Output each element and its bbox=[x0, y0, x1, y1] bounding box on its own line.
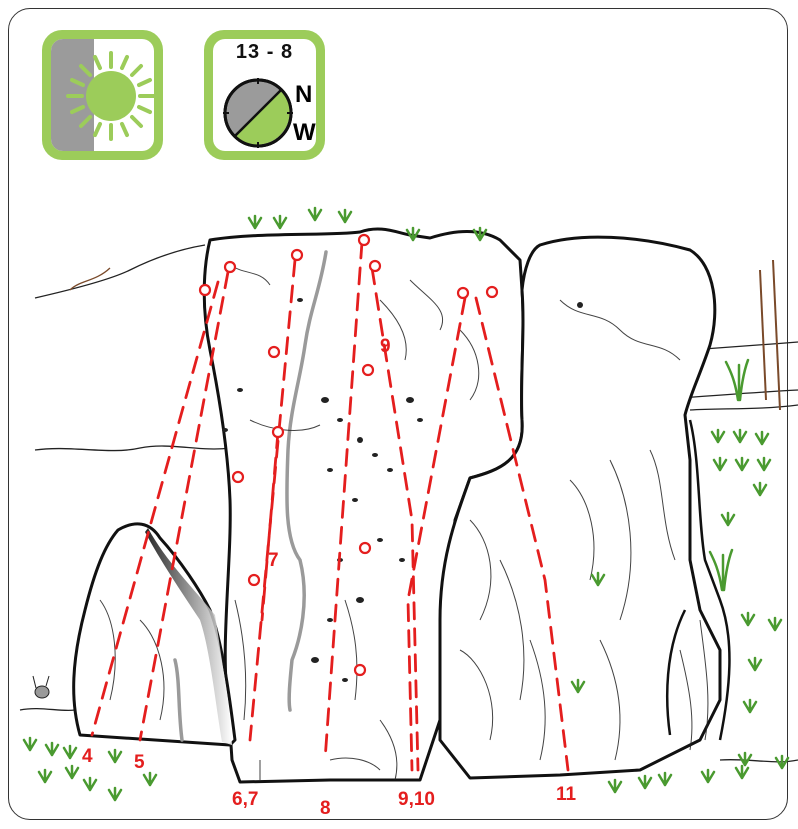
route-label-6-7: 6,7 bbox=[232, 789, 258, 810]
route-label-5: 5 bbox=[134, 752, 145, 773]
route-label-9: 9 bbox=[380, 336, 391, 357]
rock-outlines bbox=[74, 229, 720, 782]
insect-icon bbox=[33, 676, 49, 698]
route-label-8: 8 bbox=[320, 798, 331, 819]
tree-trunks bbox=[760, 260, 780, 410]
route-label-9-10: 9,10 bbox=[398, 789, 435, 810]
route-label-4: 4 bbox=[82, 746, 93, 767]
route-label-7: 7 bbox=[268, 550, 279, 571]
route-label-11: 11 bbox=[556, 784, 577, 805]
